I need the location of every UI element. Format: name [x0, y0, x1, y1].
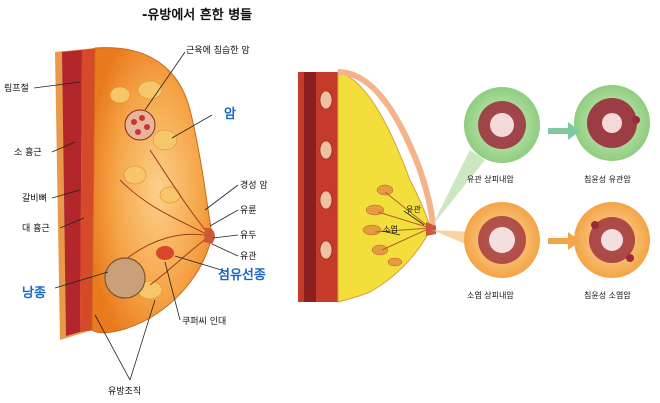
label-cancer: 암 [224, 106, 236, 122]
label-rib: 갈비뼈 [22, 192, 47, 204]
label-pectoralis-major: 대 흉근 [22, 222, 50, 234]
label-pectoralis-minor: 소 흉근 [14, 146, 42, 158]
connector-green [432, 150, 485, 226]
invasive-ductal-carcinoma-circle [574, 85, 650, 161]
page-title: -유방에서 흔한 병들 [142, 7, 252, 23]
label-nipple: 유두 [240, 230, 257, 241]
arrow-right-icon [548, 122, 580, 140]
label-duct-center: 유관 [406, 204, 421, 214]
lobular-carcinoma-in-situ-circle [464, 202, 540, 278]
label-invasive-lobular-carcinoma: 침윤성 소엽암 [584, 290, 631, 300]
arrow-right-icon [548, 232, 580, 250]
label-lobular-carcinoma-in-situ: 소엽 상피내암 [467, 290, 514, 300]
label-duct-left: 유관 [240, 251, 257, 262]
label-invasive-muscle-cancer: 근육에 침습한 암 [186, 44, 250, 56]
label-invasive-ductal-carcinoma: 침윤성 유관암 [584, 174, 631, 184]
label-areola: 유륜 [240, 205, 257, 216]
label-lymph-node: 림프절 [4, 82, 29, 94]
label-cooper-ligament: 쿠퍼씨 인대 [182, 316, 226, 327]
ductal-carcinoma-in-situ-circle [464, 87, 540, 163]
label-fibroadenoma: 섬유선종 [218, 267, 266, 283]
label-breast-tissue: 유방조직 [108, 386, 141, 397]
label-ductal-carcinoma-in-situ: 유관 상피내암 [467, 174, 514, 184]
label-scirrhous-cancer: 경성 암 [240, 179, 268, 191]
invasive-lobular-carcinoma-circle [574, 202, 650, 278]
breast-sagittal-illustration [298, 69, 436, 303]
label-lobule-center: 소엽 [383, 224, 398, 234]
left-leader-lines [33, 51, 239, 381]
label-cyst: 낭종 [22, 285, 46, 301]
breast-cross-section-illustration [55, 47, 215, 340]
